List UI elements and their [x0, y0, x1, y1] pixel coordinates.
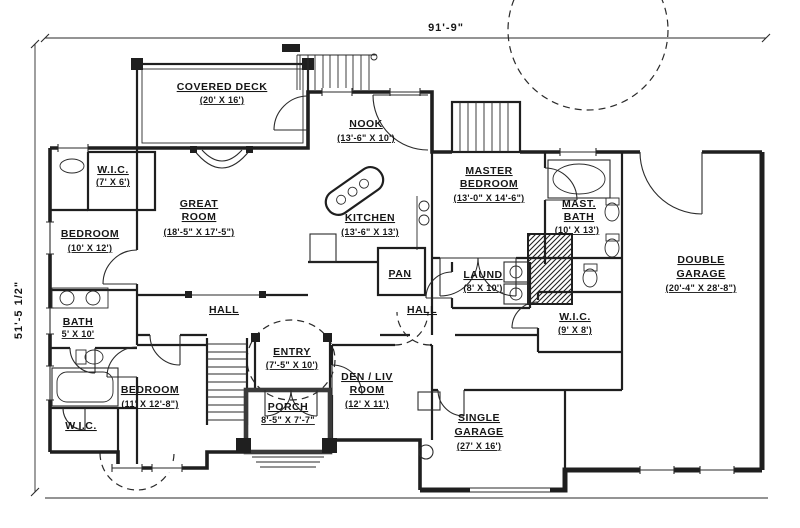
door-swings — [62, 94, 703, 431]
nook-size: (13'-6" X 10') — [337, 133, 395, 143]
fixtures — [51, 146, 620, 460]
entry-size: (7'-5" X 10') — [266, 360, 318, 370]
master-bedroom-label: MASTER — [465, 165, 512, 177]
window — [151, 464, 183, 472]
master-tub — [547, 159, 611, 199]
bedroom-lower-left-label: BEDROOM — [121, 384, 179, 396]
bedroom-left-size: (10' X 12') — [68, 243, 113, 253]
mast-bath-size: (10' X 13') — [555, 225, 600, 235]
kitchen-size: (13'-6" X 13') — [341, 227, 399, 237]
master-bedroom-label-2: BEDROOM — [460, 178, 518, 190]
wic-right-size: (9' X 8') — [558, 325, 592, 335]
garage-door — [470, 486, 550, 494]
double-garage-label: DOUBLE — [677, 254, 724, 266]
porch-structure — [236, 387, 337, 468]
wic-upper-left-label: W.I.C. — [97, 164, 129, 176]
window — [699, 466, 735, 474]
wic-lower-left-label: W.I.C. — [65, 420, 97, 432]
single-garage-label-2: GARAGE — [454, 426, 503, 438]
great-room-label-2: ROOM — [182, 211, 217, 223]
toilet — [604, 197, 620, 222]
laund-label: LAUND — [463, 269, 502, 281]
covered-deck-label: COVERED DECK — [177, 81, 268, 93]
overall-width-dimension: 91'-9" — [428, 22, 464, 34]
bedroom-left-label: BEDROOM — [61, 228, 119, 240]
single-garage-label: SINGLE — [458, 412, 500, 424]
porch-size: 8'-5" X 7'-7" — [261, 415, 315, 425]
garage-column — [417, 391, 441, 460]
basement-stairs — [527, 233, 573, 305]
kitchen-label: KITCHEN — [345, 212, 395, 224]
toilet — [75, 349, 104, 365]
hall-left-label: HALL — [209, 304, 239, 316]
driveway-arc — [507, 0, 669, 111]
washer-dryer — [503, 261, 529, 305]
den-liv-label: DEN / LIV — [341, 371, 393, 383]
bath-size: 5' X 10' — [62, 329, 95, 339]
powder-sink — [59, 158, 85, 174]
hall-right-label: HALL — [407, 304, 437, 316]
window — [46, 221, 54, 255]
great-room-size: (18'-5" X 17'-5") — [164, 227, 235, 237]
covered-deck-size: (20' X 16') — [200, 95, 245, 105]
master-bedroom-size: (13'-0" X 14'-6") — [454, 193, 525, 203]
window — [559, 148, 597, 156]
wic-right-label: W.I.C. — [559, 311, 591, 323]
interior-walls — [50, 148, 624, 470]
window — [46, 365, 54, 401]
entry-label: ENTRY — [273, 346, 311, 358]
mast-bath-label-2: BATH — [564, 211, 594, 223]
bedroom-lower-left-size: (11' X 12'-8") — [121, 399, 178, 409]
toilet — [604, 233, 620, 258]
bath-vanity — [51, 287, 109, 309]
great-room-label: GREAT — [180, 198, 219, 210]
window — [639, 466, 675, 474]
nook-label: NOOK — [349, 118, 383, 130]
double-garage-label-2: GARAGE — [676, 268, 725, 280]
upper-landing-stairs — [450, 100, 522, 154]
porch-label: PORCH — [268, 401, 308, 413]
windows — [46, 88, 735, 494]
window — [46, 307, 54, 335]
fireplace — [190, 146, 253, 169]
main-stairs — [205, 338, 249, 425]
bath-label: BATH — [63, 316, 93, 328]
refrigerator — [309, 233, 337, 263]
overall-depth-dimension: 51'-5 1/2" — [13, 281, 25, 339]
window — [111, 464, 143, 472]
double-garage-size: (20'-4" X 28'-8") — [666, 283, 737, 293]
kitchen-island — [324, 166, 385, 216]
den-liv-label-2: ROOM — [350, 384, 385, 396]
kitchen-sink — [416, 196, 430, 250]
wic-upper-left-size: (7' X 6') — [96, 177, 130, 187]
room-labels: COVERED DECK (20' X 16') NOOK (13'-6" X … — [61, 81, 737, 451]
bathtub — [51, 367, 119, 407]
exterior-walls — [48, 90, 765, 493]
window — [57, 144, 89, 152]
dashed-arcs — [99, 0, 669, 491]
laund-size: (8' X 10') — [463, 283, 502, 293]
dimension-annotations: 91'-9" 51'-5 1/2" — [13, 22, 771, 499]
deck-stairs — [296, 53, 378, 90]
toilet — [582, 263, 598, 288]
single-garage-size: (27' X 16') — [457, 441, 502, 451]
entry-rotunda-arc — [246, 319, 336, 401]
pan-label: PAN — [389, 268, 412, 280]
den-liv-size: (12' X 11') — [345, 399, 389, 409]
window — [321, 88, 353, 96]
mast-bath-label: MAST. — [562, 198, 596, 210]
